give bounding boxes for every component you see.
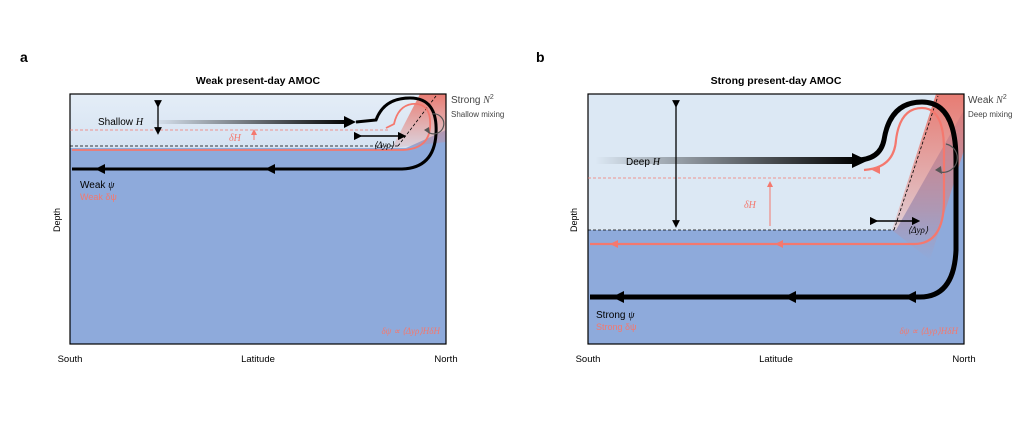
- n-exponent: 2: [490, 94, 494, 101]
- n-symbol: N: [482, 95, 491, 106]
- panel-title: Strong present-day AMOC: [711, 75, 842, 87]
- n-exponent: 2: [1003, 94, 1007, 101]
- scaling-relation: δψ ∝ ⟨Δyρ⟩HδH: [381, 326, 440, 336]
- svg-text:Shallow H: Shallow H: [98, 117, 144, 128]
- psi-label: Weak: [80, 180, 108, 191]
- flow-arrow-icon: [95, 164, 105, 174]
- depth-label: Shallow: [98, 117, 136, 128]
- delta-psi-label: Weak δψ: [80, 192, 117, 202]
- y-axis-label: Depth: [52, 208, 62, 232]
- svg-text:Weak N2: Weak N2: [968, 94, 1007, 106]
- x-axis-north: North: [434, 354, 457, 365]
- flow-arrow-icon: [852, 153, 868, 168]
- delta-psi-label: Strong δψ: [596, 322, 636, 332]
- flow-arrow-icon: [612, 291, 624, 303]
- scaling-relation: δψ ∝ ⟨Δyρ⟩HδH: [899, 326, 958, 336]
- psi-symbol: ψ: [108, 180, 115, 191]
- svg-text:Weak ψ: Weak ψ: [80, 180, 115, 191]
- x-axis-south: South: [58, 354, 83, 365]
- delta-h-label: δH: [744, 200, 757, 211]
- flow-arrow-icon: [904, 291, 916, 303]
- svg-text:Strong ψ: Strong ψ: [596, 310, 635, 321]
- depth-symbol: H: [652, 157, 661, 168]
- panel-frame: [69, 93, 447, 345]
- mixing-icon: [427, 113, 445, 135]
- n-symbol: N: [995, 95, 1004, 106]
- panel-letter: a: [20, 49, 28, 65]
- panel-letter: b: [536, 49, 545, 65]
- psi-label: Strong: [596, 310, 628, 321]
- flow-arrow-icon: [344, 116, 356, 128]
- delta-h-label: δH: [229, 133, 242, 144]
- x-axis-label: Latitude: [759, 354, 793, 365]
- flow-arrow-icon: [265, 164, 275, 174]
- northward-flow: [150, 120, 350, 124]
- mixing-icon: [939, 143, 958, 173]
- x-axis-label: Latitude: [241, 354, 275, 365]
- panel-frame: [587, 93, 965, 345]
- panel-a: a Weak present-day AMOC Shallow H δH ⟨Δy…: [20, 49, 504, 365]
- x-axis-north: North: [952, 354, 975, 365]
- panel-b: b Strong present-day AMOC Deep H δH: [536, 49, 1012, 365]
- depth-symbol: H: [135, 117, 144, 128]
- perturbation-circulation: [72, 103, 432, 151]
- mixing-label: Deep mixing: [968, 110, 1012, 119]
- density-gradient-label: ⟨Δyρ⟩: [374, 140, 395, 150]
- svg-text:Strong N2: Strong N2: [451, 94, 494, 106]
- svg-text:Deep H: Deep H: [626, 157, 661, 168]
- stratification-label: Weak: [968, 95, 996, 106]
- flow-arrow-icon: [784, 291, 796, 303]
- outcrop-line: [893, 95, 939, 231]
- stratification-label: Strong: [451, 95, 483, 106]
- perturbation-circulation: [590, 106, 946, 246]
- overturning-circulation: [590, 99, 959, 300]
- panel-title: Weak present-day AMOC: [196, 75, 321, 87]
- density-gradient-label: ⟨Δyρ⟩: [908, 225, 929, 235]
- northward-flow: [595, 157, 857, 164]
- mixing-label: Shallow mixing: [451, 110, 504, 119]
- y-axis-label: Depth: [569, 208, 579, 232]
- depth-label: Deep: [626, 157, 653, 168]
- overturning-circulation: [72, 96, 438, 171]
- psi-symbol: ψ: [628, 310, 635, 321]
- x-axis-south: South: [576, 354, 601, 365]
